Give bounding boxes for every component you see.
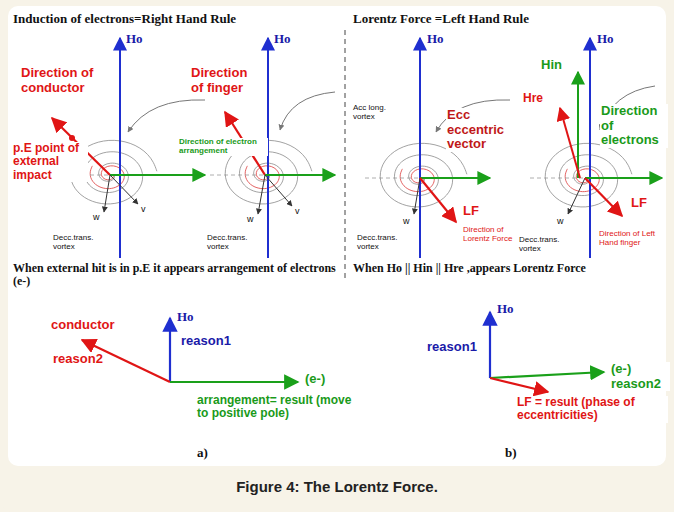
hre-arrow	[560, 108, 580, 178]
reason2-axis	[490, 372, 604, 378]
label-text: Ho	[125, 32, 144, 47]
label-text: When Ho || Hin || Hre ,appears Lorentz F…	[352, 262, 587, 275]
label-text: Decc.trans. vortex	[52, 234, 106, 252]
impact-point	[69, 135, 75, 141]
label-text: Direction of electrons	[600, 104, 668, 148]
label-text: Lorentz Force =Left Hand Rule	[352, 12, 530, 27]
label-text: Ho	[496, 302, 515, 317]
label-text: w	[246, 214, 255, 224]
label-text: Ecc eccentric vector	[446, 108, 526, 152]
label-text: LF = result (phase of eccentricities)	[516, 396, 668, 423]
reason1-axis	[169, 318, 171, 382]
vortex-spirals	[70, 140, 632, 207]
guide-lines	[55, 175, 585, 178]
label-text: w	[402, 216, 411, 226]
label-text: Acc long. vortex	[352, 104, 400, 122]
label-text: Direction of Left Hand finger	[598, 230, 666, 248]
label-text: LF	[462, 204, 480, 219]
label-text: reason1	[426, 340, 478, 355]
reason1-axis	[489, 312, 491, 378]
ho-axis	[120, 38, 590, 258]
label-text: reason1	[180, 334, 232, 349]
lorentz-arrow	[420, 178, 456, 222]
figure-caption: Figure 4: The Lorentz Force.	[0, 478, 674, 495]
result-axis	[490, 378, 548, 392]
label-text: Hre	[522, 92, 544, 105]
electron-arrow	[110, 174, 205, 176]
label-text: a)	[196, 446, 209, 461]
label-text: arrangement= result (move to positive po…	[196, 394, 363, 421]
label-text: p.E point of external impact	[12, 142, 88, 182]
result-axis	[170, 381, 298, 383]
label-text: LF	[630, 196, 648, 211]
electron-arrow	[265, 174, 335, 176]
label-text: Ho	[596, 32, 615, 47]
label-text: Direction of electron arrangement	[178, 138, 268, 156]
label-text: Ho	[176, 310, 195, 325]
label-text: (e-) reason2	[610, 362, 670, 391]
label-text: Induction of electrons=Right Hand Rule	[12, 12, 237, 27]
vortex-spiral	[380, 143, 467, 207]
label-text: Ho	[273, 32, 292, 47]
label-text: (e-)	[304, 372, 326, 387]
hin-arrow	[577, 72, 579, 178]
label-text: Hin	[540, 58, 563, 73]
label-text: v	[294, 206, 301, 216]
label-text: b)	[504, 446, 518, 461]
label-text: conductor	[50, 318, 116, 333]
label-text: Decc.trans. vortex	[518, 236, 572, 254]
label-text: Ho	[426, 32, 445, 47]
electron-arrow	[585, 177, 662, 179]
label-text: w	[92, 212, 101, 222]
label-text: reason2	[52, 352, 104, 367]
label-text: Direction of finger	[190, 66, 264, 95]
label-text: When external hit is in p.E it appears a…	[12, 262, 339, 289]
label-text: w	[556, 216, 565, 226]
label-text: Decc.trans. vortex	[206, 234, 260, 252]
vortex-spiral	[545, 143, 632, 207]
lorentz-arrow	[585, 178, 622, 216]
ecc-arrow	[420, 177, 490, 179]
label-text: Decc.trans. vortex	[356, 234, 410, 252]
w-v-arrows	[104, 175, 585, 214]
label-text: v	[140, 204, 147, 214]
label-text: Direction of conductor	[20, 66, 102, 95]
divider	[345, 30, 346, 280]
